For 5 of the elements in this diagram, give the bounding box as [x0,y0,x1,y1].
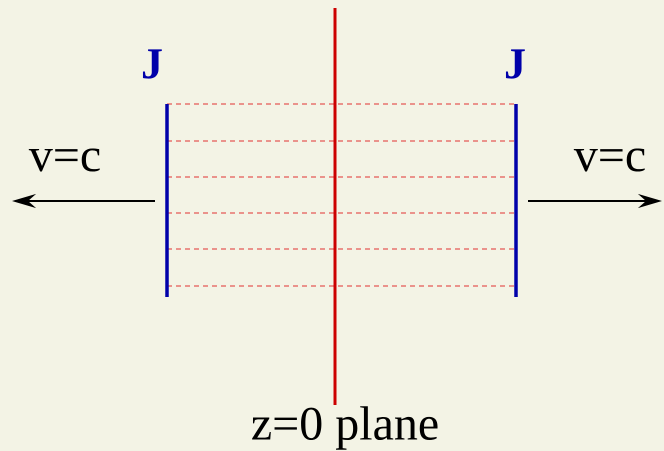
plane-label: z=0 plane [252,406,438,450]
velocity-label: v=c [28,148,100,172]
velocity-label: v=c [574,148,645,172]
current-label: J [506,49,525,79]
current-label: J [142,49,162,79]
